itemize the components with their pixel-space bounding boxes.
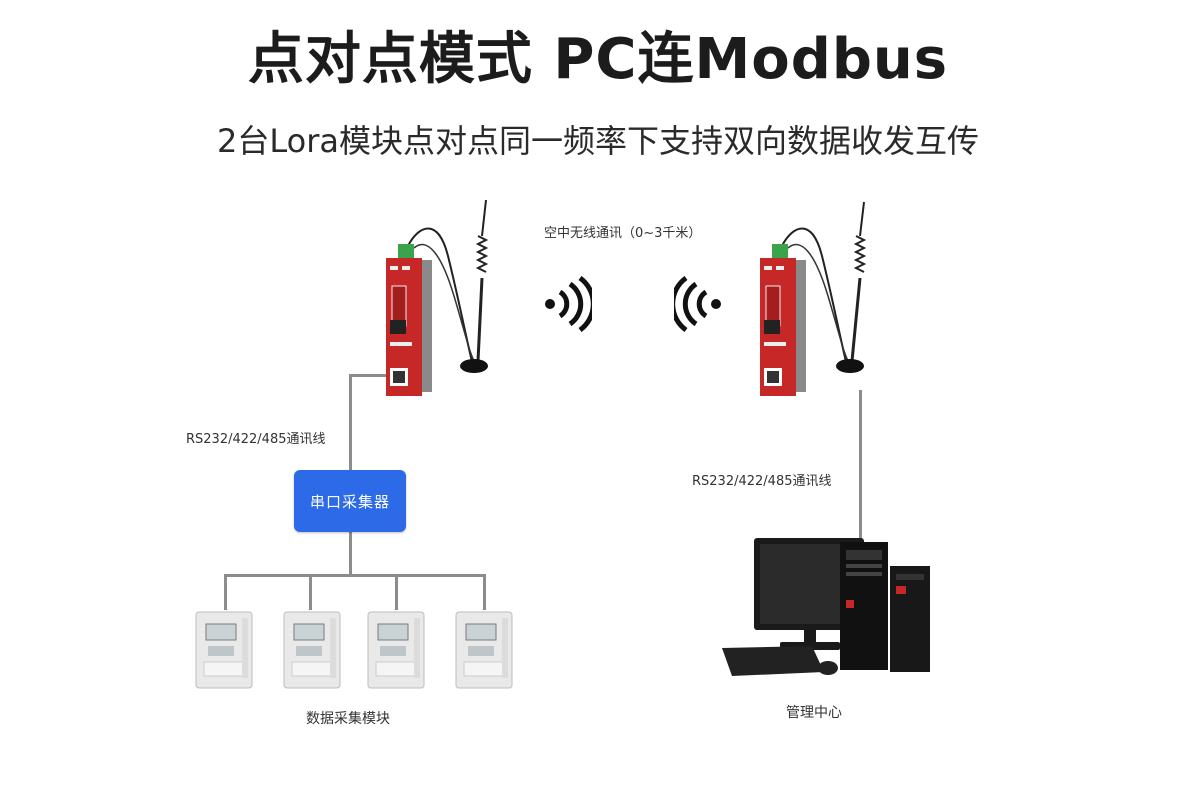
right-lora-device (752, 196, 872, 400)
meter-icon (454, 610, 514, 690)
antenna-icon (460, 199, 489, 373)
computer-icon (720, 530, 940, 690)
signal-left-icon (674, 276, 724, 332)
left-lora-device (378, 196, 498, 400)
collector-line-v (349, 532, 352, 576)
antenna-icon (836, 201, 867, 373)
bus-drop-3 (395, 574, 398, 610)
left-device-line-h (349, 374, 389, 377)
right-cable-label: RS232/422/485通讯线 (692, 474, 832, 489)
page-title: 点对点模式 PC连Modbus (247, 27, 949, 92)
left-cable-label: RS232/422/485通讯线 (186, 432, 326, 447)
management-center-label: 管理中心 (786, 705, 842, 721)
lora-device-icon (760, 201, 867, 396)
serial-collector-box: 串口采集器 (294, 470, 406, 532)
modules-label: 数据采集模块 (306, 711, 390, 727)
left-device-line-v (349, 374, 352, 470)
bus-drop-4 (483, 574, 486, 610)
signal-right-icon (542, 276, 592, 332)
meter-icon (194, 610, 254, 690)
lora-device-icon (386, 199, 489, 396)
meter-icon (366, 610, 426, 690)
right-device-line-v (859, 390, 862, 538)
wireless-label: 空中无线通讯（0~3千米） (544, 226, 702, 241)
bus-line-h (224, 574, 486, 577)
meter-icon (282, 610, 342, 690)
bus-drop-2 (309, 574, 312, 610)
page-subtitle: 2台Lora模块点对点同一频率下支持双向数据收发互传 (217, 122, 979, 160)
bus-drop-1 (224, 574, 227, 610)
